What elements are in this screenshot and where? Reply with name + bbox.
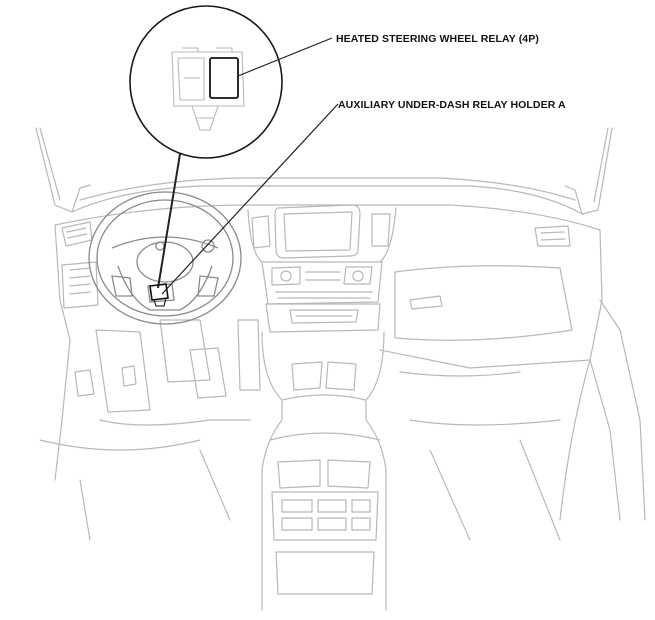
auxiliary-relay-holder-label: AUXILIARY UNDER-DASH RELAY HOLDER A (338, 99, 566, 111)
heated-steering-wheel-relay-label: HEATED STEERING WHEEL RELAY (4P) (336, 33, 539, 45)
leader-relay-line (237, 37, 333, 77)
steering-wheel (88, 191, 242, 325)
magnified-relay-circle (129, 5, 283, 159)
heated-steering-wheel-relay (209, 57, 239, 99)
leader-lines (157, 37, 339, 295)
dashboard-outline (35, 127, 646, 611)
circle-to-wheel-line (157, 153, 181, 289)
relay-holder-bracket (171, 47, 245, 131)
leader-holder-line (161, 103, 339, 295)
relay-holder-location (149, 283, 169, 307)
